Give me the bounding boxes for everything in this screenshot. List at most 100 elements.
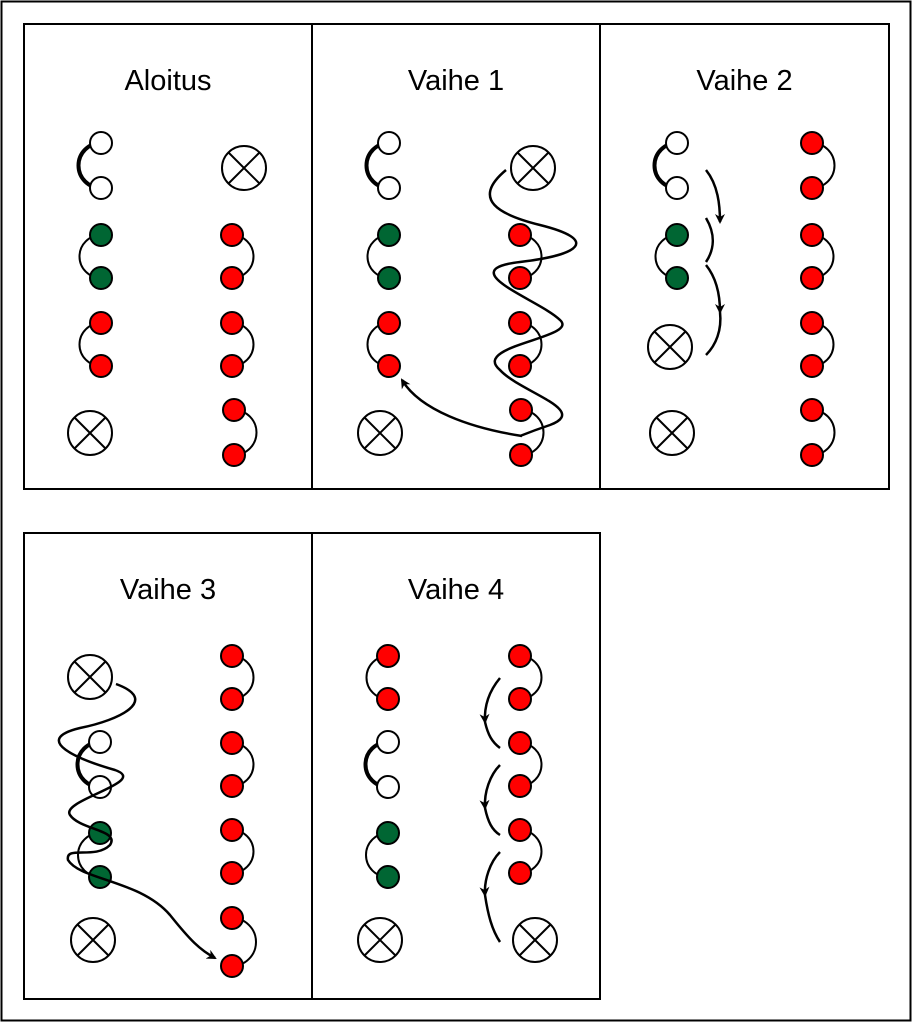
panel-1: Aloitus [23,23,313,490]
red-dot [508,266,532,290]
red-dot [508,223,532,247]
red-dot [376,644,400,668]
white-dot [88,730,112,754]
red-dot [508,774,532,798]
white-pair [652,131,689,200]
red-pair [508,731,543,798]
panel-title: Vaihe 1 [408,65,504,97]
white-dot [89,176,113,200]
crossed-circle-icon [647,324,693,370]
white-dot [665,176,689,200]
red-pair [800,131,836,200]
white-dot [376,775,400,799]
cross [363,923,397,957]
red-dot [220,223,244,247]
move-arrow [479,677,501,724]
red-dot [800,176,824,200]
red-dot [220,861,244,885]
panel-frame [23,532,313,1000]
move-arrow [483,894,502,943]
move-arrow [705,264,725,314]
red-dot [508,731,532,755]
red-dot [800,266,824,290]
crossed-circle-icon [67,410,113,456]
cross [516,151,550,185]
white-dot [89,131,113,155]
red-pair [220,818,255,885]
red-pair [220,644,255,711]
move-arrow [705,169,725,224]
red-dot [508,644,532,668]
white-dot [376,730,400,754]
panel-title: Vaihe 2 [696,65,792,97]
red-dot [800,131,824,155]
green-dot [665,223,689,247]
red-dot [508,818,532,842]
red-dot [220,906,244,930]
cross [363,416,397,450]
red-dot [220,311,244,335]
green-dot [376,821,400,845]
white-dot [377,131,401,155]
red-dot [800,443,824,467]
move-arrow [479,764,501,810]
red-pair [508,644,543,711]
white-dot [377,176,401,200]
red-pair [800,311,835,378]
crossed-circle-icon [357,410,403,456]
red-dot [800,311,824,335]
red-dot [89,354,113,378]
red-dot [800,223,824,247]
red-dot [220,954,244,978]
red-dot [89,311,113,335]
red-dot [220,687,244,711]
red-pair [78,311,113,378]
green-dot [88,821,112,845]
crossed-circle-icon [67,654,113,700]
red-pair [508,311,543,378]
green-dot [665,266,689,290]
white-pair [76,131,113,200]
green-dot [89,266,113,290]
cross [227,151,261,185]
green-pair [78,223,113,290]
red-pair [800,398,836,467]
panel-title: Vaihe 3 [120,574,216,606]
move-arrow [705,311,722,356]
white-pair [363,730,400,799]
red-pair [508,223,543,290]
green-dot [377,223,401,247]
red-pair [220,311,255,378]
white-pair [75,730,112,799]
panel-5: Vaihe 4 [311,532,601,1000]
red-dot [220,731,244,755]
red-dot [800,398,824,422]
panel-title: Vaihe 4 [408,574,504,606]
crossed-circle-icon [221,145,267,191]
green-pair [77,821,112,889]
move-arrow [704,217,714,263]
red-dot [377,311,401,335]
red-dot [508,687,532,711]
move-arrow [400,378,523,438]
crossed-circle-icon [512,917,558,963]
red-dot [377,354,401,378]
red-dot [508,354,532,378]
cross [73,660,107,694]
panel-3: Vaihe 2 [599,23,890,490]
red-pair [508,818,543,885]
green-dot [377,266,401,290]
green-dot [376,865,400,889]
crossed-circle-icon [357,917,403,963]
cross [73,416,107,450]
red-dot [509,398,533,422]
move-arrow [479,851,501,897]
red-dot [222,398,246,422]
panel-frame [23,23,313,490]
red-pair [800,223,835,290]
red-dot [220,818,244,842]
red-dot [220,644,244,668]
red-dot [508,311,532,335]
green-dot [89,223,113,247]
